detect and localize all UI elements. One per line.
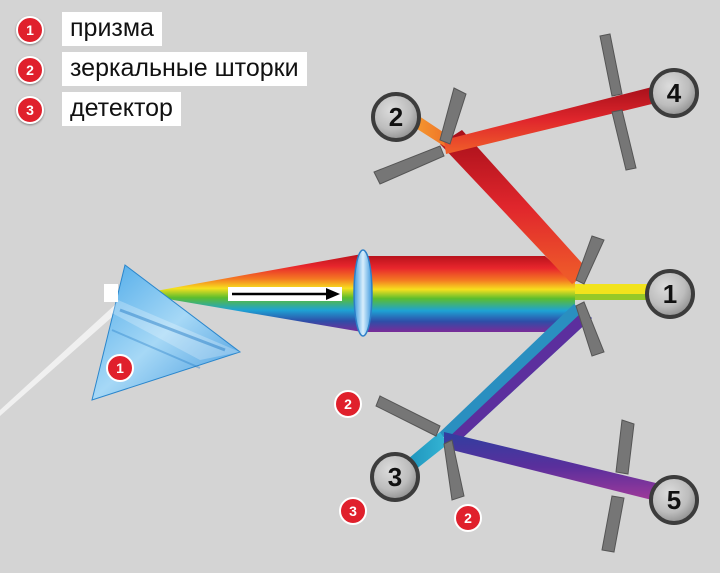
legend-label: призма <box>62 12 162 46</box>
mirror-marker-bottom: 2 <box>454 504 482 532</box>
purple-beam-to-detector-5 <box>444 432 660 502</box>
collimated-spectrum-beam <box>362 256 575 332</box>
incoming-light-beam <box>0 302 120 416</box>
direction-arrow <box>228 287 342 301</box>
legend-badge: 1 <box>16 16 44 44</box>
mirror-marker-lower: 2 <box>334 390 362 418</box>
detector-3: 3 <box>370 452 420 502</box>
svg-text:2: 2 <box>389 102 403 132</box>
shutter-pair-right-top <box>599 33 637 171</box>
lens <box>353 249 373 337</box>
red-reflected-band <box>440 130 590 284</box>
detector-marker: 3 <box>339 497 367 525</box>
svg-text:5: 5 <box>667 485 681 515</box>
svg-text:2: 2 <box>464 510 472 526</box>
legend-label: зеркальные шторки <box>62 52 307 86</box>
detector-1: 1 <box>645 269 695 319</box>
shutter-pair-right-bottom <box>601 419 635 553</box>
svg-text:1: 1 <box>116 360 124 376</box>
legend-badge: 3 <box>16 96 44 124</box>
shutter-pair-main <box>575 235 605 357</box>
prism-marker: 1 <box>106 354 134 382</box>
detector-4: 4 <box>649 68 699 118</box>
svg-text:1: 1 <box>663 279 677 309</box>
legend-badge: 2 <box>16 56 44 84</box>
detector-2: 2 <box>371 92 421 142</box>
legend-label: детектор <box>62 92 181 126</box>
svg-text:3: 3 <box>349 503 357 519</box>
shutter-pair-lower <box>375 395 465 501</box>
svg-text:4: 4 <box>667 78 682 108</box>
svg-text:3: 3 <box>388 462 402 492</box>
shutter-pair-upper <box>373 87 467 185</box>
red-beam-to-detector-4 <box>444 86 660 154</box>
svg-text:2: 2 <box>344 396 352 412</box>
detector-5: 5 <box>649 475 699 525</box>
